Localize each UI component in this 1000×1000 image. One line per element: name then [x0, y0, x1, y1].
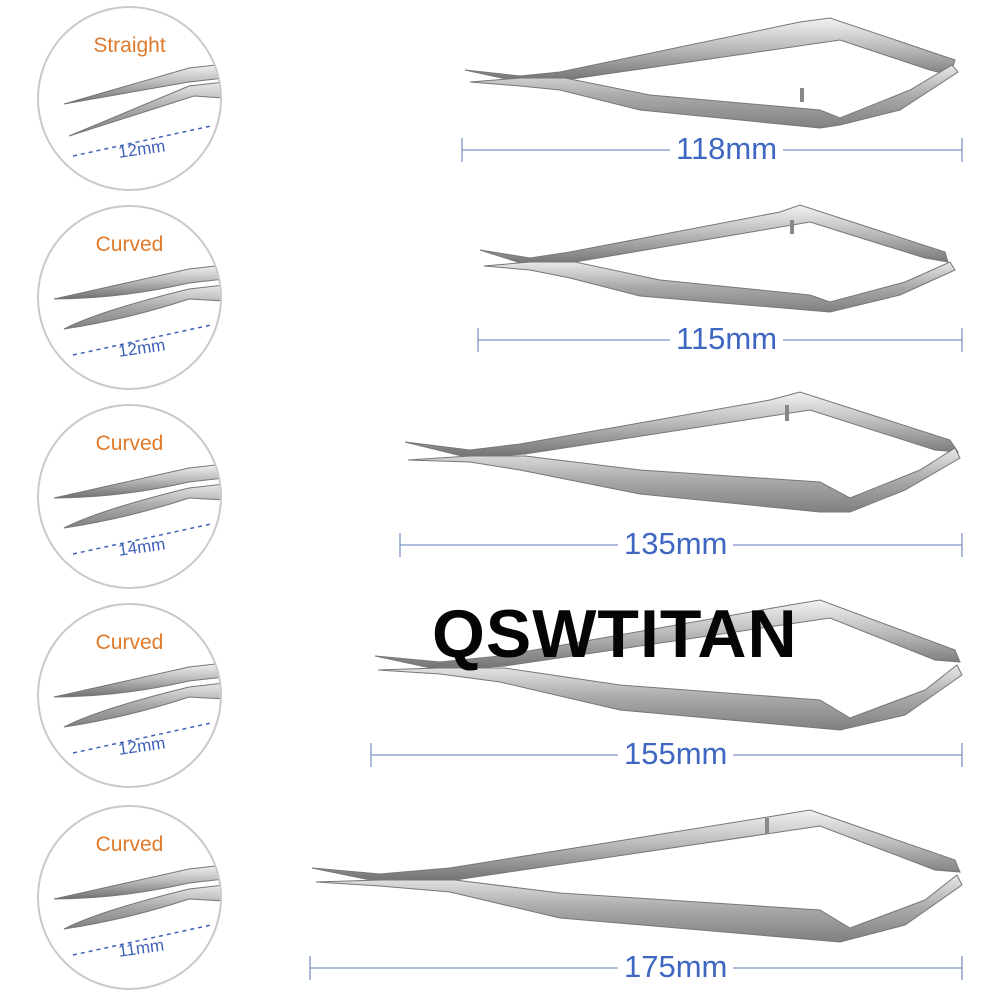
tip-detail-curved-1: Curved 12mm — [37, 205, 222, 390]
tip-type-label: Straight — [93, 34, 166, 57]
size-label-118mm: 118mm — [670, 131, 784, 167]
size-label-115mm: 115mm — [670, 321, 784, 357]
size-label-155mm: 155mm — [618, 736, 734, 772]
tip-detail-curved-4: Curved 11mm — [37, 805, 222, 990]
scissor-118mm — [464, 17, 959, 129]
tip-type-label: Curved — [95, 233, 164, 256]
tip-type-label: Curved — [95, 833, 164, 856]
curved-tip-icon — [53, 662, 220, 754]
scissor-155mm — [374, 599, 963, 731]
size-label-135mm: 135mm — [618, 526, 734, 562]
scissor-175mm — [311, 809, 963, 943]
curved-tip-icon — [53, 264, 220, 356]
size-label-175mm: 175mm — [618, 949, 734, 985]
tip-type-label: Curved — [95, 631, 164, 654]
curved-tip-icon — [53, 864, 220, 956]
brand-watermark: QSWTITAN — [432, 596, 798, 672]
tip-detail-straight: Straight 12mm — [37, 6, 222, 191]
tip-detail-curved-2: Curved 14mm — [37, 404, 222, 589]
scissor-115mm — [479, 204, 956, 313]
scissor-135mm — [404, 391, 961, 513]
tip-detail-curved-3: Curved 12mm — [37, 603, 222, 788]
tip-type-label: Curved — [95, 432, 164, 455]
straight-tip-icon — [63, 63, 220, 157]
curved-tip-icon — [53, 463, 220, 555]
